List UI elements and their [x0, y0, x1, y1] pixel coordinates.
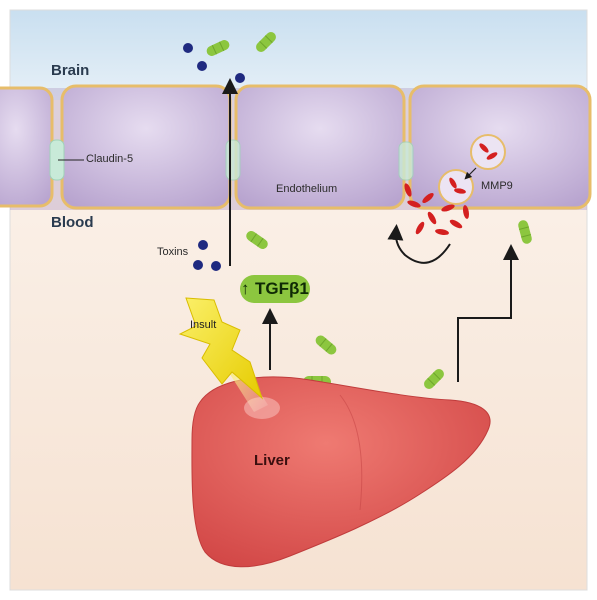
liver-shape: [191, 376, 491, 568]
toxin-dot: [193, 260, 203, 270]
mmp9-molecules: [404, 143, 498, 236]
liver-label: Liver: [254, 452, 290, 469]
toxin-particles: [183, 43, 245, 271]
toxin-dot: [183, 43, 193, 53]
toxin-dot: [197, 61, 207, 71]
toxin-dot: [198, 240, 208, 250]
lightning-bolt-icon: [178, 297, 264, 400]
vesicle-arrow: [464, 167, 477, 180]
insult-label: Insult: [190, 319, 217, 331]
endothelium-label: Endothelium: [276, 183, 338, 195]
claudin-label: Claudin-5: [86, 153, 134, 165]
toxin-dot: [211, 261, 221, 271]
figure-border: [9, 9, 588, 591]
circulation-arrow: [457, 244, 519, 382]
brain-label: Brain: [51, 62, 90, 79]
tgf-label: TGFβ1: [255, 279, 309, 298]
secretion-curve-arrow: [387, 224, 451, 264]
toxins-label: Toxins: [157, 246, 189, 258]
tight-junction-3: [398, 141, 414, 181]
tight-junction-2: [225, 139, 241, 181]
liver-lobe-line: [339, 394, 363, 511]
toxin-dot: [235, 73, 245, 83]
blood-label: Blood: [51, 214, 94, 231]
tgf-arrow: ↑: [241, 279, 250, 298]
mmp9-label: MMP9: [481, 180, 513, 192]
endothelial-cell-2: [60, 84, 232, 210]
endothelial-cell-1: [0, 86, 54, 208]
tgf-pill: [240, 275, 310, 303]
